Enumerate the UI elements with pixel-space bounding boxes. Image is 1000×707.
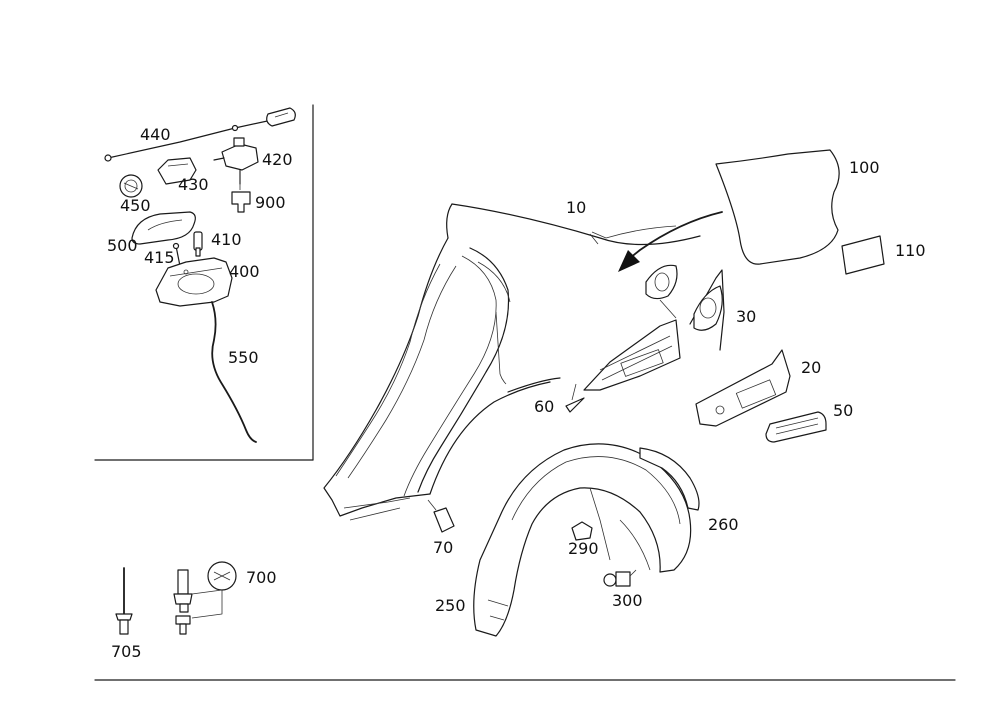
label-110: 110	[895, 241, 926, 260]
label-900: 900	[255, 193, 286, 212]
part-500-flap	[131, 211, 196, 245]
label-430: 430	[178, 175, 209, 194]
label-705: 705	[111, 642, 142, 661]
label-50: 50	[833, 401, 853, 420]
part-440-cable	[104, 107, 296, 162]
part-430-bracket	[157, 157, 197, 185]
label-300: 300	[612, 591, 643, 610]
label-415: 415	[144, 248, 175, 267]
part-20-reinforcement	[695, 349, 791, 427]
part-415-screw	[172, 242, 181, 267]
part-400-housing	[155, 257, 233, 307]
label-410: 410	[211, 230, 242, 249]
part-labels: 440 420 430 450 900 500 410 415 400 550 …	[107, 125, 926, 661]
label-550: 550	[228, 348, 259, 367]
label-10: 10	[566, 198, 586, 217]
part-300-clip	[603, 569, 637, 587]
part-260-flap	[639, 447, 700, 511]
part-420-actuator	[213, 137, 259, 190]
part-100-pad	[715, 149, 840, 265]
label-260: 260	[708, 515, 739, 534]
part-410-pin	[193, 231, 203, 257]
part-10-side-panel	[323, 203, 701, 521]
part-50-vent	[765, 411, 827, 443]
label-440: 440	[140, 125, 171, 144]
part-900-plug	[231, 191, 251, 213]
part-705-rivet	[115, 567, 133, 635]
part-700-fasteners	[173, 561, 237, 635]
inset-frame	[94, 104, 314, 461]
label-400: 400	[229, 262, 260, 281]
label-70: 70	[433, 538, 453, 557]
part-290-nut	[571, 521, 593, 541]
label-30: 30	[736, 307, 756, 326]
label-20: 20	[801, 358, 821, 377]
part-450-cap	[119, 174, 143, 198]
label-500: 500	[107, 236, 138, 255]
label-60: 60	[534, 397, 554, 416]
label-450: 450	[120, 196, 151, 215]
label-250: 250	[435, 596, 466, 615]
inner-structure	[583, 264, 681, 391]
part-550-hose	[211, 301, 257, 443]
part-250-liner	[473, 443, 692, 637]
part-60-panel	[565, 383, 585, 413]
label-100: 100	[849, 158, 880, 177]
part-110-patch	[841, 235, 885, 275]
label-700: 700	[246, 568, 277, 587]
label-290: 290	[568, 539, 599, 558]
assembly-arrow	[618, 211, 723, 272]
part-70-bracket	[427, 499, 455, 533]
label-420: 420	[262, 150, 293, 169]
part-30-pocket	[689, 269, 725, 351]
